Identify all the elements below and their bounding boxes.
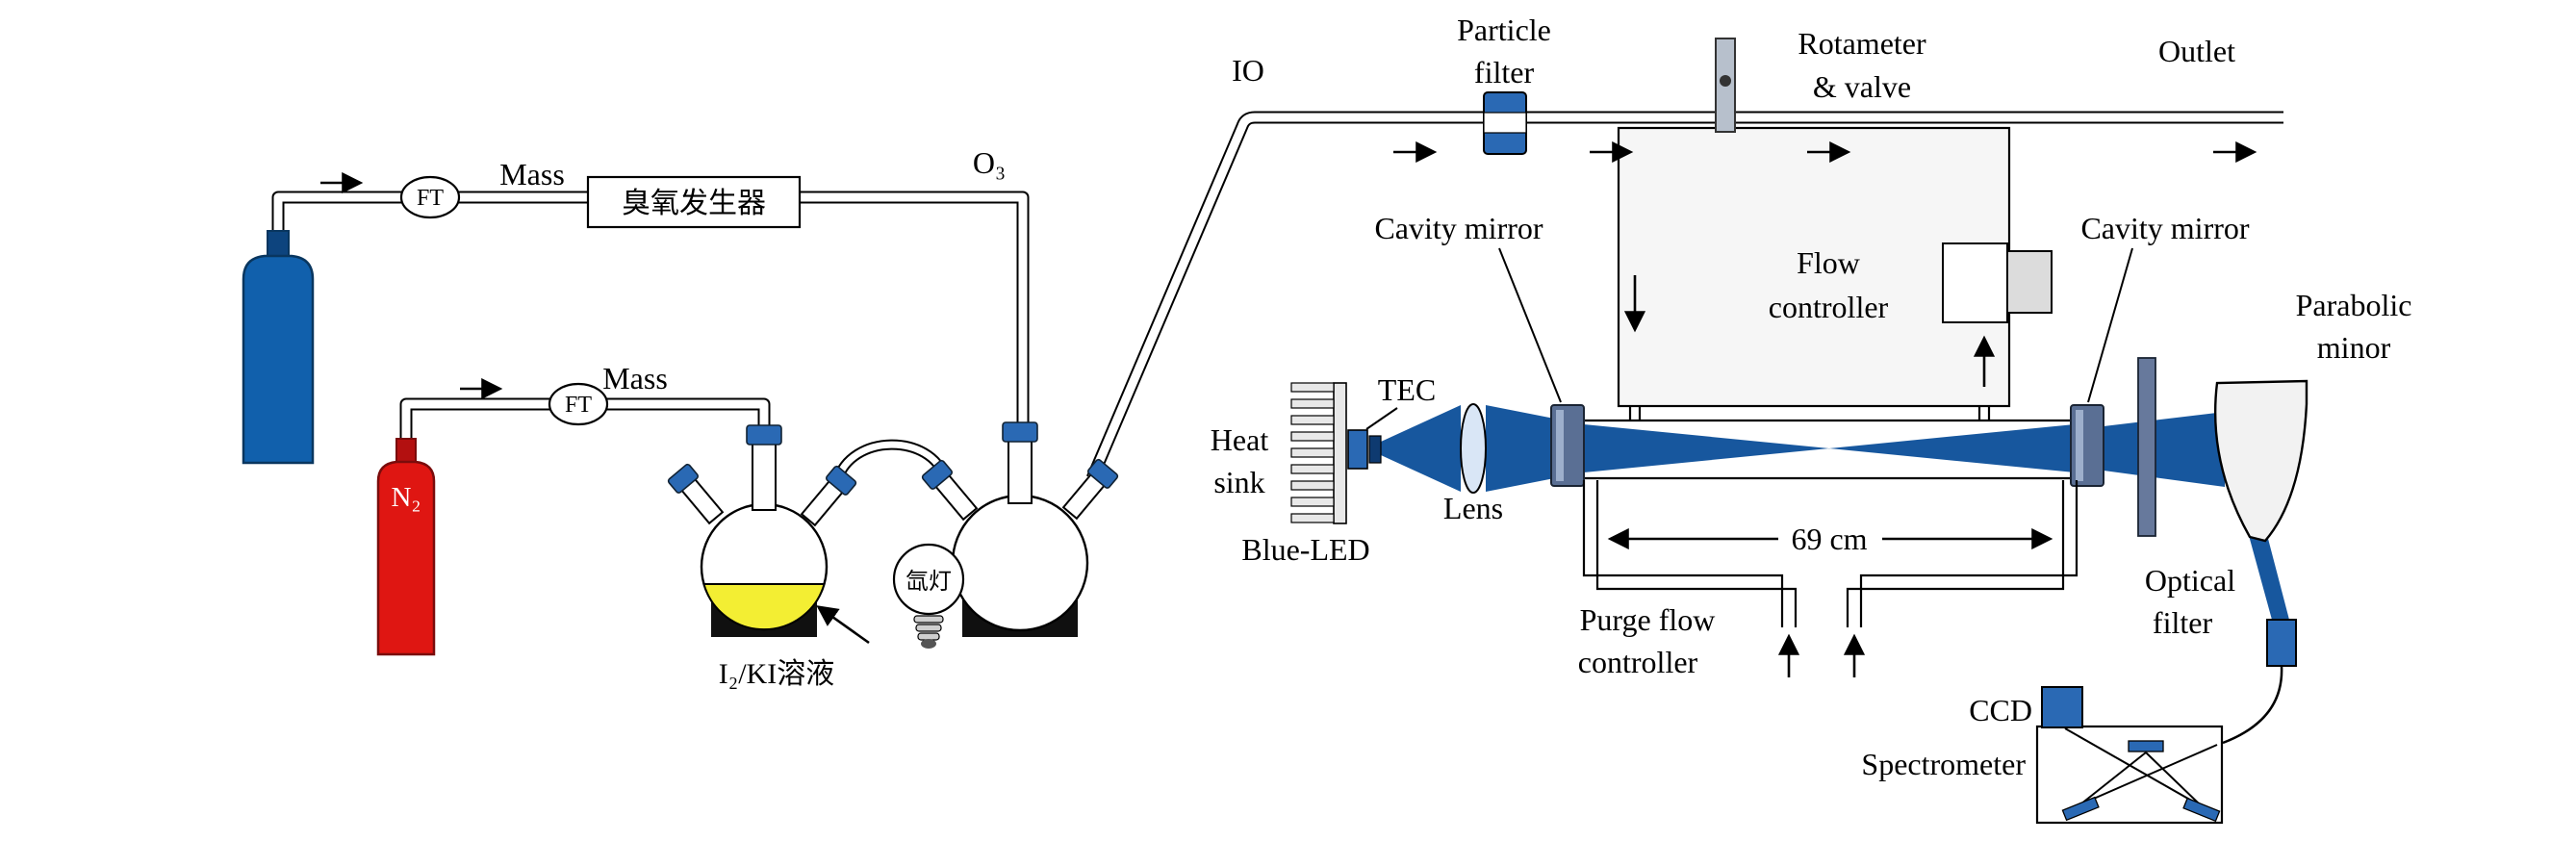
xenon-lamp-bulb: 氙灯 [892, 543, 965, 649]
rotameter-valve [1715, 38, 1736, 133]
glass-joint [1002, 421, 1038, 443]
tec-pointer-line [1365, 407, 1398, 430]
n2-label: N₂ [391, 482, 421, 513]
particle-filter-label-2: filter [1474, 55, 1535, 89]
ozone-generator-box: 臭氧发生器 [586, 175, 802, 229]
io-label: IO [1232, 53, 1264, 88]
ozone-generator-label: 臭氧发生器 [622, 188, 766, 219]
chamber-cavity-connectors [1628, 406, 1991, 421]
parabolic-mirror [2213, 379, 2308, 543]
spectrometer-label: Spectrometer [1861, 747, 2026, 781]
glass-joint [1086, 458, 1119, 489]
lens-label: Lens [1443, 491, 1503, 525]
glass-stopper [667, 463, 700, 494]
ft-label: FT [417, 186, 444, 211]
parabolic-mirror-label-2: minor [2317, 330, 2391, 365]
cavity-mirror-left [1550, 404, 1585, 487]
flow-direction-arrows [320, 140, 2257, 400]
optical-filter-label-2: filter [2153, 605, 2213, 640]
blue-led-chip [1368, 435, 1382, 464]
grating [2061, 796, 2100, 822]
heat-sink-label-2: sink [1213, 465, 1264, 499]
tec-module [1347, 429, 1368, 470]
cavity-mirror-left-pointer [1498, 247, 1562, 403]
cavity-mirror-right-pointer [2087, 247, 2133, 403]
mass-label-1: Mass [499, 157, 565, 191]
cavity-length-label: 69 cm [1791, 522, 1867, 556]
convex-lens [1460, 403, 1487, 494]
ccd-label: CCD [1969, 693, 2032, 727]
xenon-lamp-label: 氙灯 [905, 569, 952, 595]
purge-ducts [1582, 480, 2079, 627]
o3-label: O₃ [973, 145, 1006, 180]
rotameter-label-2: & valve [1813, 69, 1911, 104]
flow-transducer-1: FT [399, 175, 461, 219]
cavity-length-dimension: 69 cm [1607, 522, 2053, 556]
glass-joint [825, 465, 857, 496]
glass-joint [921, 459, 954, 490]
ccd-camera [2041, 686, 2083, 728]
gas-pipes [271, 111, 2283, 483]
cavity-mirror-left-label: Cavity mirror [1374, 211, 1543, 245]
flow-controller-label-1: Flow [1797, 245, 1860, 280]
purge-flow-label-2: controller [1578, 645, 1698, 679]
gas-cylinder-n2: N₂ [376, 438, 436, 656]
ki-solution-label: I₂/KI溶液 [719, 658, 834, 690]
flow-controller-label-2: controller [1769, 290, 1889, 324]
tec-label: TEC [1378, 372, 1436, 407]
fiber-coupler [2266, 619, 2297, 667]
gas-cylinder-blue [242, 230, 315, 465]
ki-solution-pointer-arrow [816, 605, 870, 645]
particle-filter-label-1: Particle [1457, 13, 1551, 47]
mass-label-2: Mass [602, 361, 668, 395]
optical-filter-label-1: Optical [2145, 563, 2235, 598]
glass-joint [746, 424, 782, 446]
mirror-element [2128, 740, 2164, 752]
flask-neck [1007, 437, 1033, 504]
cavity-tube [1578, 419, 2079, 480]
cavity-mirror-right [2070, 404, 2104, 487]
mirror-element [2182, 797, 2221, 823]
finned-heat-sink [1290, 382, 1347, 524]
flow-transducer-2: FT [548, 382, 609, 426]
round-flask-ki-solution [667, 424, 857, 637]
blue-led-label: Blue-LED [1241, 532, 1369, 567]
spectrometer-box [2035, 725, 2224, 825]
cavity-bowtie-beam [1584, 424, 2075, 472]
purge-flow-label-1: Purge flow [1580, 602, 1716, 637]
round-flask-reactor [921, 421, 1119, 637]
outlet-label: Outlet [2158, 34, 2235, 68]
parabolic-mirror-label-1: Parabolic [2296, 288, 2412, 322]
rotameter-label-1: Rotameter [1798, 26, 1926, 61]
particle-filter-cartridge [1483, 91, 1527, 155]
heat-sink-label-1: Heat [1211, 422, 1269, 457]
optical-filter-plate [2137, 357, 2156, 537]
cavity-mirror-right-label: Cavity mirror [2080, 211, 2249, 245]
optical-fiber [2222, 665, 2283, 745]
ki-solution-liquid [702, 583, 826, 631]
flask-neck [752, 440, 777, 511]
ft-label: FT [565, 393, 592, 418]
flow-controller-device [1942, 242, 2053, 323]
